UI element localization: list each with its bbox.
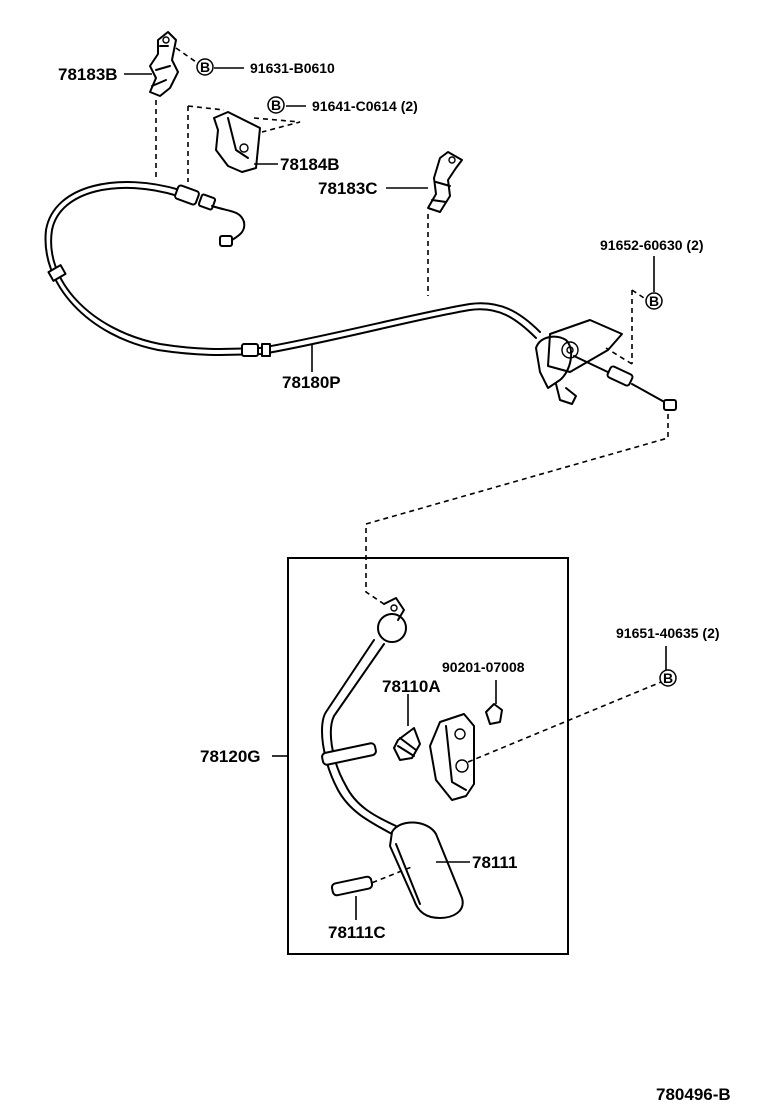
label-78184B: 78184B xyxy=(280,155,340,174)
svg-text:B: B xyxy=(663,670,673,686)
leader-dash-91652 xyxy=(605,289,645,365)
bolt-marker-91641: B xyxy=(267,96,285,114)
bolt-marker-91631: B xyxy=(196,58,214,76)
bracket-78183C xyxy=(427,151,463,213)
svg-text:B: B xyxy=(200,59,210,75)
nut-90201 xyxy=(485,703,503,725)
spring-78110A xyxy=(393,727,421,761)
leader-dash-91631 xyxy=(175,47,197,63)
label-91641: 91641-C0614 (2) xyxy=(312,98,418,114)
svg-text:B: B xyxy=(271,97,281,113)
pedal-bracket xyxy=(429,713,475,801)
label-78110A: 78110A xyxy=(382,677,441,696)
label-90201: 90201-07008 xyxy=(442,659,525,675)
pedal-arm-78120G xyxy=(321,597,407,835)
leader-dash-78184B xyxy=(187,105,301,182)
label-91651: 91651-40635 (2) xyxy=(616,625,720,641)
pedal-pad-78111 xyxy=(389,821,464,919)
label-78111: 78111 xyxy=(472,853,517,872)
label-91631: 91631-B0610 xyxy=(250,60,335,76)
label-78120G: 78120G xyxy=(200,747,261,766)
svg-text:B: B xyxy=(649,293,659,309)
label-78183C: 78183C xyxy=(318,179,378,198)
diagram-code: 780496-B xyxy=(656,1085,731,1104)
label-78183B: 78183B xyxy=(58,65,118,84)
bracket-78184B xyxy=(213,111,261,173)
throttle-bracket xyxy=(535,319,677,411)
bolt-marker-91652: B xyxy=(645,292,663,310)
label-91652: 91652-60630 (2) xyxy=(600,237,704,253)
label-78111C: 78111C xyxy=(328,923,386,942)
leader-dash-cable-to-pedal xyxy=(365,414,669,605)
label-78180P: 78180P xyxy=(282,373,341,392)
stopper-78111C xyxy=(330,875,374,897)
bolt-marker-91651: B xyxy=(659,669,677,687)
bracket-78183B xyxy=(149,31,179,97)
cable-78180P xyxy=(44,181,541,357)
